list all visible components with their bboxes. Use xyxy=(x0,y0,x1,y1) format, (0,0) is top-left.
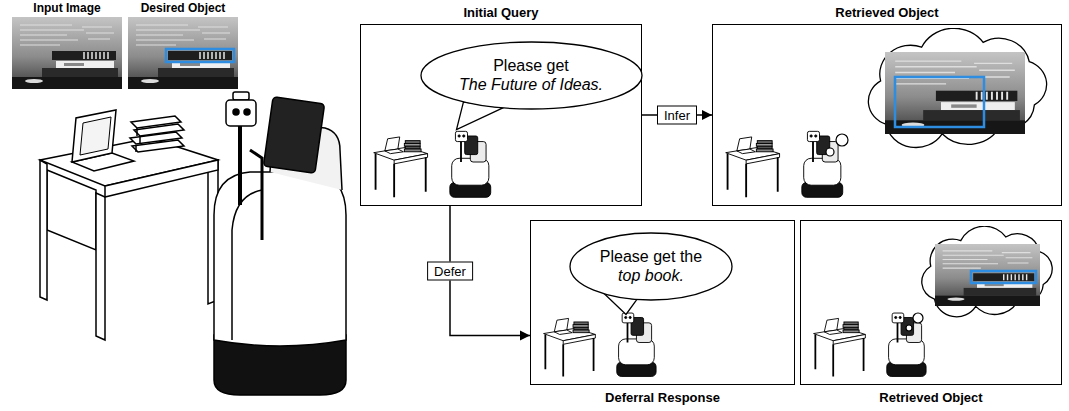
thought-cloud xyxy=(826,28,1047,156)
panel-heading-row: Retrieved Object xyxy=(801,390,1061,405)
speech-object: top book. xyxy=(600,266,702,285)
bubble-outline xyxy=(569,232,733,301)
mini-scene xyxy=(726,131,843,197)
speech-line: Please get the xyxy=(600,247,702,266)
panel-heading-row: Deferral Response xyxy=(531,390,794,405)
speech-text: Please getThe Future of Ideas. xyxy=(459,56,603,94)
query-panel: Initial QueryPlease getThe Future of Ide… xyxy=(360,24,642,206)
speech-line: Please get xyxy=(459,56,603,75)
speech-text: Please get thetop book. xyxy=(600,247,702,285)
result-panel: Retrieved Object xyxy=(800,220,1062,385)
edge-label: Defer xyxy=(427,261,473,280)
panel-heading: Retrieved Object xyxy=(713,5,1061,20)
edge-label: Infer xyxy=(657,106,697,125)
bubble-ellipse xyxy=(421,42,642,109)
image-caption: Desired Object xyxy=(141,1,226,15)
panel-heading: Initial Query xyxy=(361,5,641,20)
result-panel: Retrieved Object xyxy=(712,24,1062,206)
panel-heading: Retrieved Object xyxy=(801,390,1061,405)
input-photo xyxy=(12,17,122,89)
panel-heading-row: Retrieved Object xyxy=(713,5,1061,20)
panel-heading-row: Initial Query xyxy=(361,5,641,20)
mini-scene xyxy=(814,313,927,376)
deferral-panel: Deferral ResponsePlease get thetop book. xyxy=(530,220,795,385)
bubble-outline xyxy=(420,41,643,110)
robot-drawing xyxy=(214,92,346,395)
speech-bubble: Please getThe Future of Ideas. xyxy=(420,41,643,110)
speech-object: The Future of Ideas. xyxy=(459,75,603,94)
image-caption: Input Image xyxy=(33,1,100,15)
panel-heading: Deferral Response xyxy=(531,390,794,405)
mini-scene xyxy=(544,313,657,376)
desk-drawing xyxy=(40,110,218,340)
desired-photo xyxy=(128,17,238,89)
thought-cloud xyxy=(906,226,1052,331)
mini-scene xyxy=(374,131,491,197)
target-box xyxy=(166,49,234,62)
bubble-ellipse xyxy=(570,233,732,300)
speech-bubble: Please get thetop book. xyxy=(569,232,733,301)
